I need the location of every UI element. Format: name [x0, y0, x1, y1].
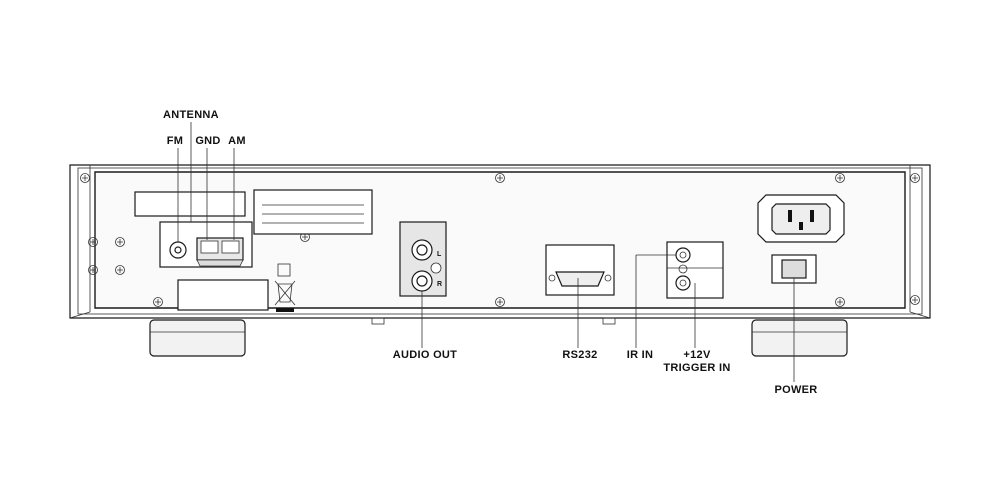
trigger-voltage-label: +12V — [683, 349, 711, 361]
weee-bin-icon — [274, 280, 296, 312]
screw-slot — [912, 297, 918, 303]
right-foot — [751, 319, 848, 357]
screw — [115, 237, 125, 247]
left-channel-label: L — [437, 251, 442, 258]
screw — [80, 173, 90, 183]
screw — [495, 297, 505, 307]
audio-out-label: AUDIO OUT — [393, 349, 457, 361]
rs232-label: RS232 — [562, 349, 597, 361]
screw — [153, 297, 163, 307]
screw-slot — [912, 175, 918, 181]
screw-slot — [497, 299, 503, 305]
screw — [835, 297, 845, 307]
fm-label: FM — [167, 135, 183, 147]
screw-slot — [82, 175, 88, 181]
screw — [495, 173, 505, 183]
screw-slot — [837, 299, 843, 305]
screws — [80, 173, 920, 307]
screw-slot — [117, 239, 123, 245]
screw — [835, 173, 845, 183]
power-label: POWER — [774, 384, 817, 396]
screw — [88, 237, 98, 247]
label-plates — [134, 189, 373, 311]
screw-slot — [837, 175, 843, 181]
gnd-label: GND — [195, 135, 220, 147]
trigger-in-label: TRIGGER IN — [663, 362, 730, 374]
am-label: AM — [228, 135, 246, 147]
screw-slot — [302, 234, 308, 240]
screw-slot — [90, 267, 96, 273]
screw-slot — [90, 239, 96, 245]
power-switch — [771, 254, 817, 284]
audio-out-jacks: L R — [399, 221, 447, 297]
screw-slot — [117, 267, 123, 273]
antenna-terminal-block — [159, 221, 253, 268]
callout-lines — [177, 122, 795, 382]
screw — [910, 295, 920, 305]
small-feet — [371, 317, 616, 325]
screw — [115, 265, 125, 275]
screw-slot — [497, 175, 503, 181]
screw — [910, 173, 920, 183]
antenna-label: ANTENNA — [163, 109, 219, 121]
right-channel-label: R — [437, 281, 442, 288]
ir-in-label: IR IN — [627, 349, 654, 361]
left-foot — [149, 319, 246, 357]
screw-slot — [155, 299, 161, 305]
power-inlet — [757, 194, 845, 243]
screw — [88, 265, 98, 275]
rs232-port — [545, 244, 615, 296]
